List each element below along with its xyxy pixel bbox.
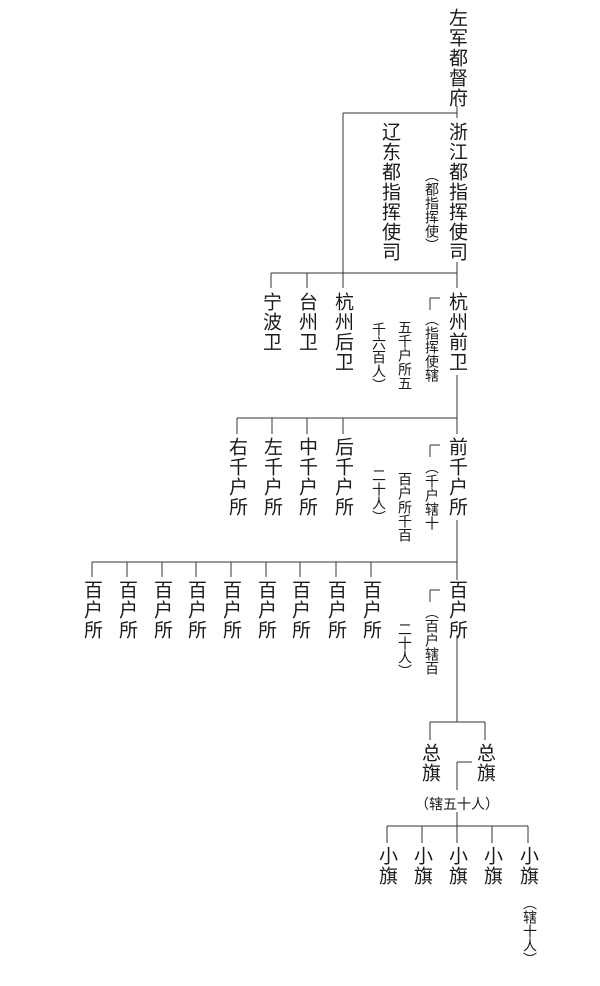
node-zongqi: 总旗 xyxy=(419,743,441,783)
node-taizhou: 台州卫 xyxy=(296,292,318,352)
node-baihu: 百户所 xyxy=(185,580,207,640)
node-ningbo: 宁波卫 xyxy=(260,292,282,352)
note-qianhu-1: （千户辖十 xyxy=(423,460,439,530)
node-baihu: 百户所 xyxy=(360,580,382,640)
node-baihu: 百户所 xyxy=(220,580,242,640)
node-zhong-qianhu: 中千户所 xyxy=(296,437,318,517)
node-baihu: 百户所 xyxy=(255,580,277,640)
node-you-qianhu: 右千户所 xyxy=(226,437,248,517)
note-wei-3: 千六百人） xyxy=(370,322,386,392)
node-root: 左军都督府 xyxy=(446,8,468,108)
node-xiaoqi: 小旗 xyxy=(446,846,468,886)
node-baihu: 百户所 xyxy=(81,580,103,640)
node-liaodong: 辽东都指挥使司 xyxy=(379,122,401,262)
node-baihu: 百户所 xyxy=(289,580,311,640)
node-baihu-main: 百户所 xyxy=(446,580,468,640)
node-baihu: 百户所 xyxy=(116,580,138,640)
note-wei-1: （指挥使辖 xyxy=(423,312,439,382)
node-zongqi: 总旗 xyxy=(474,743,496,783)
node-hangzhou-hou: 杭州后卫 xyxy=(332,292,354,372)
node-hangzhou-qian: 杭州前卫 xyxy=(446,292,468,372)
node-qian-qianhu: 前千户所 xyxy=(446,437,468,517)
note-qianhu-2: 百户所千百 xyxy=(396,472,412,542)
note-xiaoqi: （辖十人） xyxy=(521,896,537,966)
node-xiaoqi: 小旗 xyxy=(376,846,398,886)
node-xiaoqi: 小旗 xyxy=(517,846,539,886)
node-baihu: 百户所 xyxy=(151,580,173,640)
note-qianhu-3: 二十人） xyxy=(370,468,386,524)
node-xiaoqi: 小旗 xyxy=(411,846,433,886)
node-xiaoqi: 小旗 xyxy=(481,846,503,886)
note-baihu-2: 二十人） xyxy=(396,622,412,678)
note-zongqi: （辖五十人） xyxy=(415,797,499,813)
node-zuo-qianhu: 左千户所 xyxy=(261,437,283,517)
node-zhejiang: 浙江都指挥使司 xyxy=(446,122,468,262)
note-zhejiang: （都指挥使） xyxy=(423,168,439,252)
node-baihu: 百户所 xyxy=(325,580,347,640)
note-baihu-1: （百户辖百 xyxy=(423,605,439,675)
note-wei-2: 五千户所五 xyxy=(396,320,412,390)
node-hou-qianhu: 后千户所 xyxy=(332,437,354,517)
